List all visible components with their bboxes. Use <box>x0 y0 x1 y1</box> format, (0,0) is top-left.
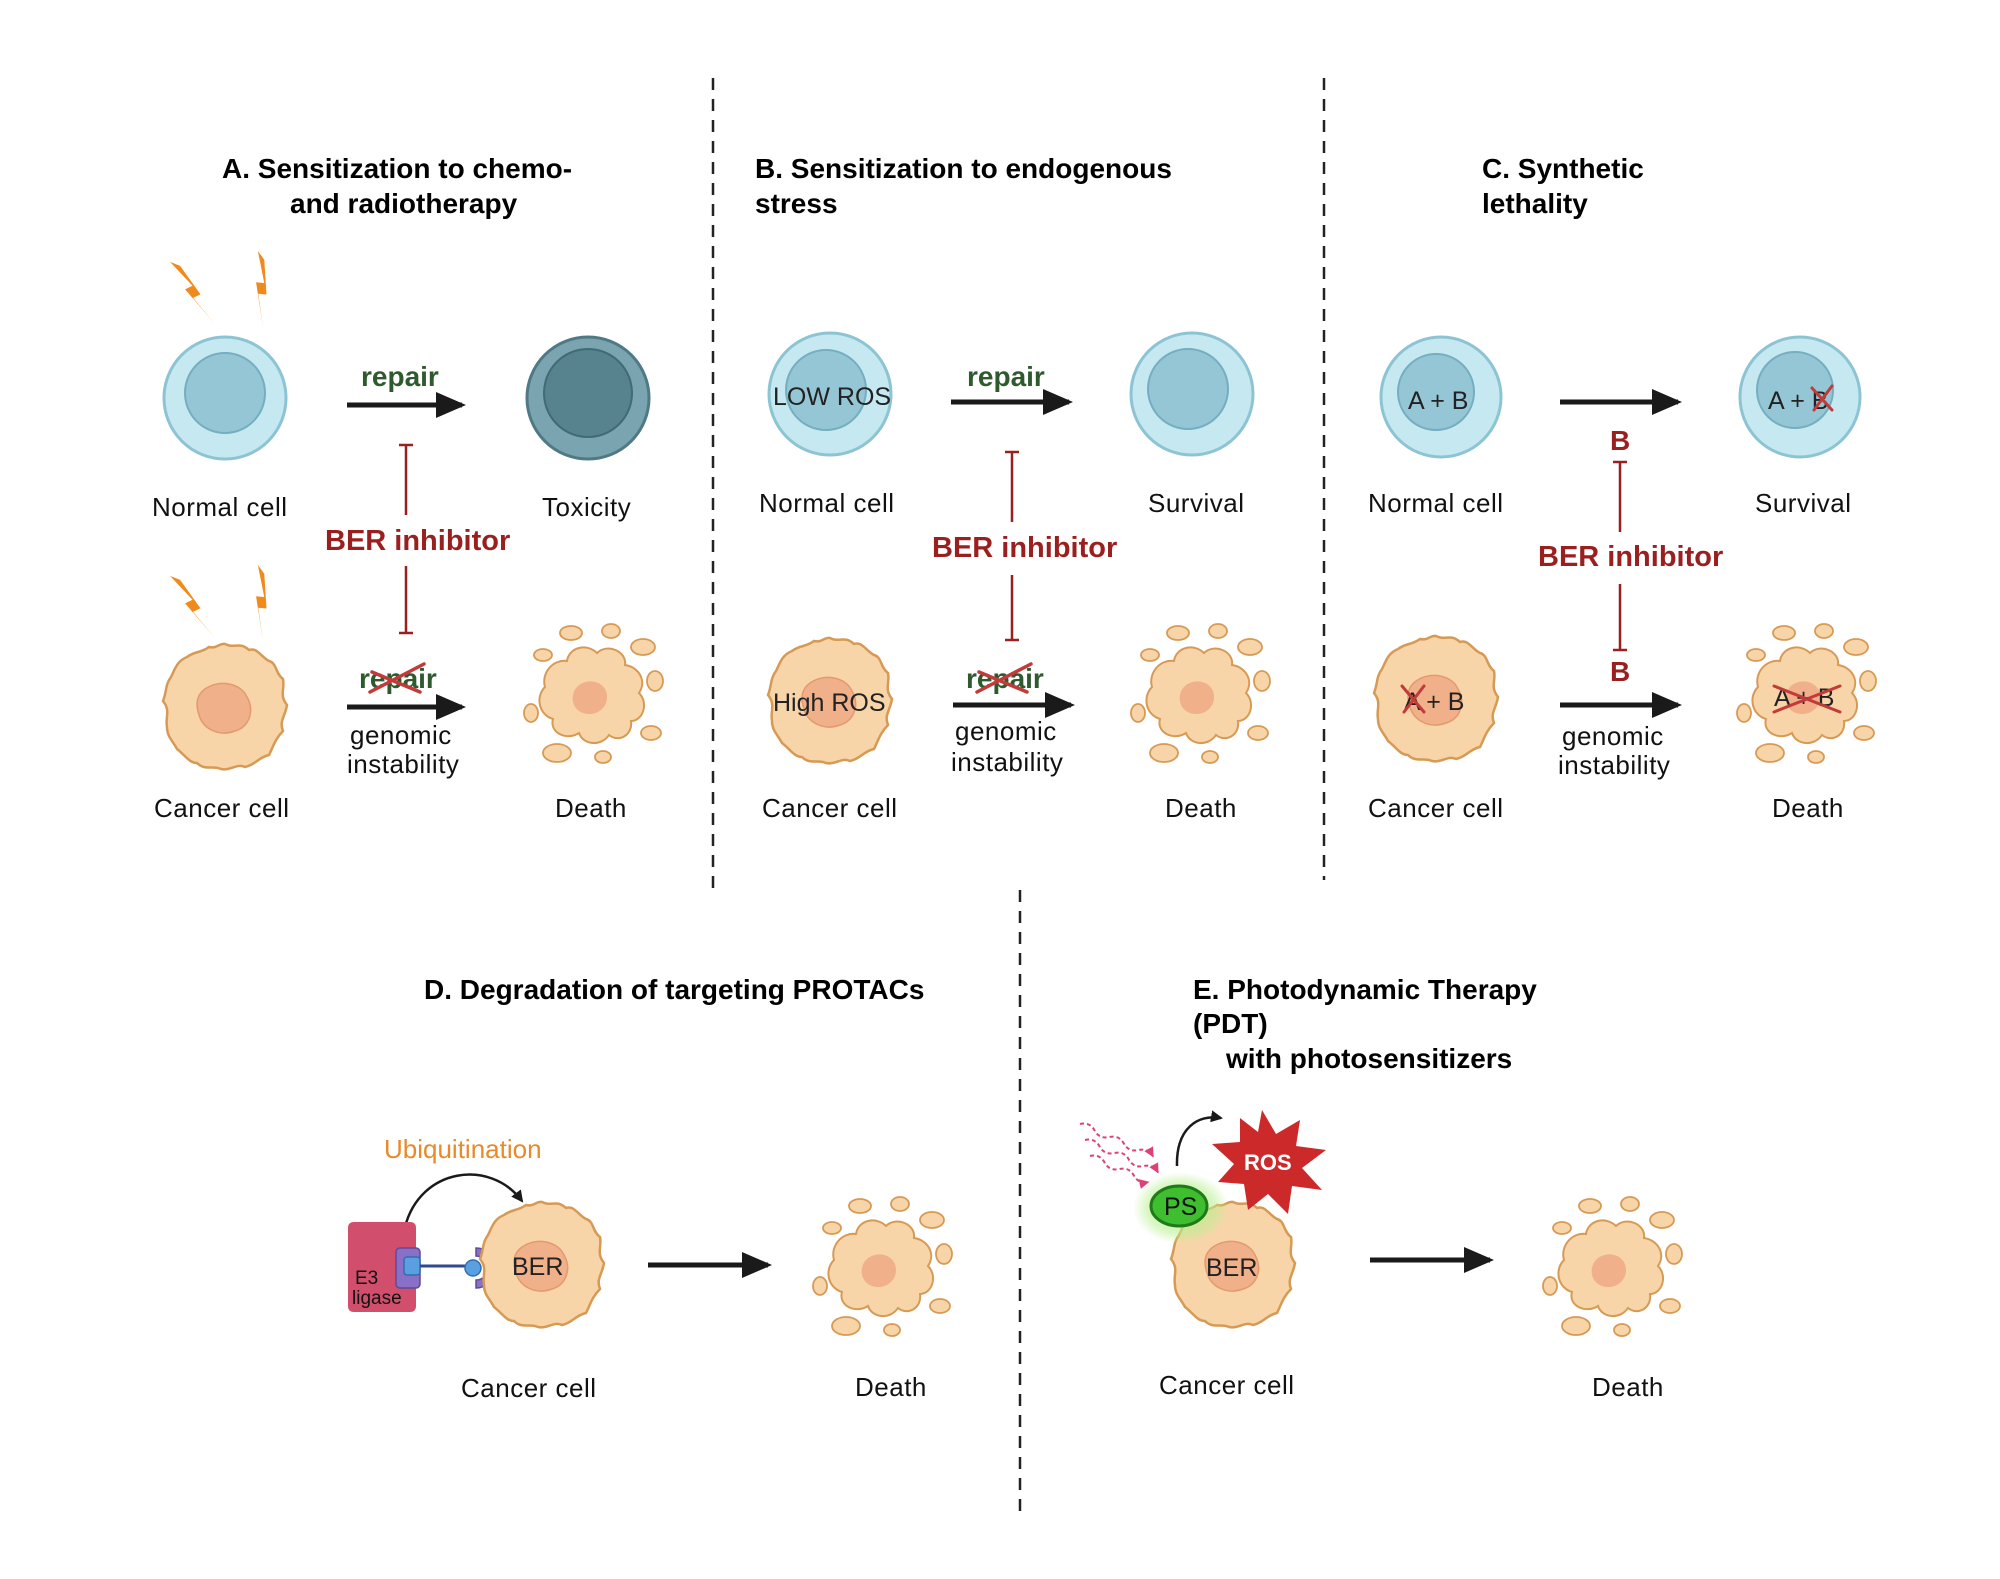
e3-label-line1: E3 <box>355 1268 378 1289</box>
ber-inhibitor-label: BER inhibitor <box>932 532 1117 564</box>
high-ros-label: High ROS <box>773 689 886 717</box>
normal-cell-label: Normal cell <box>152 492 288 522</box>
panel-b-title-line2: stress <box>755 188 838 219</box>
cancer-cell <box>1372 634 1500 763</box>
normal-cell <box>162 335 288 461</box>
death-label: Death <box>1772 793 1844 823</box>
ber-inhibitor-label: BER inhibitor <box>1538 541 1723 573</box>
cancer-cell-label: Cancer cell <box>1159 1370 1295 1400</box>
panel-e-title-line3: with photosensitizers <box>1225 1043 1512 1074</box>
survival-cell <box>1129 331 1255 457</box>
radiation-bolt-icon <box>170 255 215 331</box>
panel-a-title-line1: A. Sensitization to chemo- <box>222 153 572 184</box>
cancer-cell-label: Cancer cell <box>154 793 290 823</box>
panel-b-title-line1: B. Sensitization to endogenous <box>755 153 1172 184</box>
panel-d: D. Degradation of targeting PROTACs Ubiq… <box>348 974 953 1403</box>
panel-a-title-line2: and radiotherapy <box>290 188 518 219</box>
inhibition-bar <box>1613 460 1627 652</box>
e3-label-line2: ligase <box>352 1288 402 1309</box>
radiation-bolt-icon <box>233 250 288 328</box>
dead-cell <box>1542 1196 1683 1337</box>
repair-label: repair <box>361 361 439 392</box>
death-label: Death <box>1165 793 1237 823</box>
survival-label: Survival <box>1755 488 1851 518</box>
cancer-cell <box>161 642 289 771</box>
instability-label-line1: genomic <box>350 720 452 750</box>
radiation-bolt-icon <box>170 569 215 645</box>
cancer-cell <box>478 1200 606 1329</box>
cross-mark-icon <box>1810 384 1834 412</box>
ber-label: BER <box>1206 1254 1257 1282</box>
light-rays-icon <box>1079 1122 1159 1189</box>
death-label: Death <box>555 793 627 823</box>
cross-mark-icon <box>368 662 426 694</box>
instability-label-line1: genomic <box>1562 721 1664 751</box>
cancer-cell-label: Cancer cell <box>762 793 898 823</box>
ros-release-arrow <box>1175 1110 1223 1167</box>
normal-cell-label: Normal cell <box>1368 488 1504 518</box>
cancer-cell-label: Cancer cell <box>461 1373 597 1403</box>
instability-label-line2: instability <box>1558 750 1670 780</box>
panel-c: C. Synthetic lethality A + B Normal cell… <box>1368 153 1877 823</box>
cancer-cell-label: Cancer cell <box>1368 793 1504 823</box>
ber-label: BER <box>512 1253 563 1281</box>
ber-inhibitor-label: BER inhibitor <box>325 525 510 557</box>
dead-cell <box>523 623 664 764</box>
normal-cell-label: Normal cell <box>759 488 895 518</box>
gene-b-top-label: B <box>1610 425 1630 456</box>
cancer-cell <box>766 636 894 765</box>
low-ros-label: LOW ROS <box>773 383 891 411</box>
death-label: Death <box>1592 1372 1664 1402</box>
cross-mark-icon <box>1772 684 1842 714</box>
panel-e-title-line2: (PDT) <box>1193 1008 1268 1039</box>
survival-label: Survival <box>1148 488 1244 518</box>
panel-e: E. Photodynamic Therapy (PDT) with photo… <box>1079 974 1683 1402</box>
panel-e-title-line1: E. Photodynamic Therapy <box>1193 974 1537 1005</box>
cancer-cell <box>1169 1200 1297 1329</box>
instability-label-line2: instability <box>347 749 459 779</box>
cross-mark-icon <box>1400 684 1426 714</box>
ubiquitination-arrow <box>403 1173 524 1228</box>
panel-a: A. Sensitization to chemo- and radiother… <box>152 153 664 823</box>
e3-ligase <box>348 1222 416 1312</box>
panel-c-title-line2: lethality <box>1482 188 1588 219</box>
panel-b: B. Sensitization to endogenous stress LO… <box>755 153 1271 823</box>
photosensitizer <box>1133 1172 1229 1244</box>
dead-cell <box>1130 623 1271 764</box>
normal-cell <box>767 331 893 457</box>
toxicity-label: Toxicity <box>542 492 631 522</box>
toxic-cell <box>525 335 651 461</box>
dead-cell <box>812 1196 953 1337</box>
ros-star-icon <box>1212 1110 1326 1214</box>
inhibition-bar <box>1005 450 1019 642</box>
ps-label: PS <box>1164 1193 1197 1221</box>
gene-ab-label: A + B <box>1408 387 1468 415</box>
normal-cell <box>1379 335 1503 459</box>
death-label: Death <box>855 1372 927 1402</box>
ros-label: ROS <box>1244 1150 1292 1175</box>
ubiquitination-label: Ubiquitination <box>384 1134 542 1164</box>
cross-mark-icon <box>975 662 1033 694</box>
instability-label-line1: genomic <box>955 716 1057 746</box>
panel-d-title: D. Degradation of targeting PROTACs <box>424 974 924 1005</box>
instability-label-line2: instability <box>951 747 1063 777</box>
inhibition-bar <box>399 443 413 635</box>
repair-label: repair <box>967 361 1045 392</box>
radiation-bolt-icon <box>233 564 288 642</box>
gene-b-bottom-label: B <box>1610 656 1630 687</box>
panel-c-title-line1: C. Synthetic <box>1482 153 1644 184</box>
